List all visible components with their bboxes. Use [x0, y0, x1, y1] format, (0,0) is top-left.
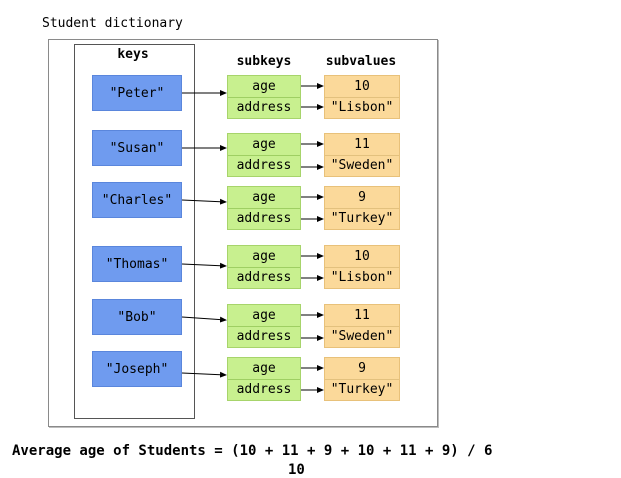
subkeys-header: subkeys — [236, 54, 292, 69]
subvalues-header: subvalues — [325, 54, 397, 69]
subkey-address: address — [236, 270, 292, 285]
key-arrow — [181, 316, 227, 323]
student-key: "Charles" — [92, 182, 182, 218]
value-divider — [325, 155, 399, 156]
diagram-caption: Student dictionary — [42, 16, 183, 31]
subkey-age: age — [252, 361, 276, 376]
average-age-formula: Average age of Students = (10 + 11 + 9 +… — [12, 443, 493, 459]
subvalues-box: 9 "Turkey" — [324, 186, 400, 230]
subkey-divider — [228, 155, 300, 156]
keys-header: keys — [117, 47, 149, 62]
value-address: "Turkey" — [330, 211, 394, 226]
subkey-divider — [228, 326, 300, 327]
subkeys-box: age address — [227, 357, 301, 401]
subkey-address: address — [236, 211, 292, 226]
subvalues-box: 11 "Sweden" — [324, 133, 400, 177]
value-age: 9 — [358, 361, 366, 376]
subkey-address: address — [236, 100, 292, 115]
subkey-age: age — [252, 79, 276, 94]
student-key: "Bob" — [92, 299, 182, 335]
subkey-divider — [228, 208, 300, 209]
key-arrow — [181, 371, 227, 378]
value-age: 10 — [354, 79, 370, 94]
subkey-divider — [228, 379, 300, 380]
value-divider — [325, 379, 399, 380]
subkeys-box: age address — [227, 304, 301, 348]
value-divider — [325, 326, 399, 327]
value-divider — [325, 208, 399, 209]
subkey-address: address — [236, 158, 292, 173]
subkey-age: age — [252, 308, 276, 323]
subkey-age: age — [252, 249, 276, 264]
subkey-age: age — [252, 137, 276, 152]
subkey-divider — [228, 267, 300, 268]
subvalues-box: 11 "Sweden" — [324, 304, 400, 348]
value-age: 9 — [358, 190, 366, 205]
value-address: "Lisbon" — [330, 270, 394, 285]
value-address: "Sweden" — [330, 329, 394, 344]
subkey-divider — [228, 97, 300, 98]
value-age: 11 — [354, 137, 370, 152]
subvalues-box: 10 "Lisbon" — [324, 75, 400, 119]
value-age: 11 — [354, 308, 370, 323]
subvalues-box: 9 "Turkey" — [324, 357, 400, 401]
subkey-address: address — [236, 329, 292, 344]
subkey-address: address — [236, 382, 292, 397]
student-key: "Peter" — [92, 75, 182, 111]
student-key: "Joseph" — [92, 351, 182, 387]
subvalues-box: 10 "Lisbon" — [324, 245, 400, 289]
subkeys-box: age address — [227, 133, 301, 177]
value-age: 10 — [354, 249, 370, 264]
value-address: "Turkey" — [330, 382, 394, 397]
value-divider — [325, 267, 399, 268]
key-arrow — [181, 262, 227, 269]
student-key: "Susan" — [92, 130, 182, 166]
value-address: "Lisbon" — [330, 100, 394, 115]
subkeys-box: age address — [227, 245, 301, 289]
value-address: "Sweden" — [330, 158, 394, 173]
subkey-age: age — [252, 190, 276, 205]
key-arrow — [181, 198, 227, 205]
subkeys-box: age address — [227, 75, 301, 119]
subkeys-box: age address — [227, 186, 301, 230]
formula-continuation: 10 — [288, 462, 305, 478]
student-key: "Thomas" — [92, 246, 182, 282]
value-divider — [325, 97, 399, 98]
